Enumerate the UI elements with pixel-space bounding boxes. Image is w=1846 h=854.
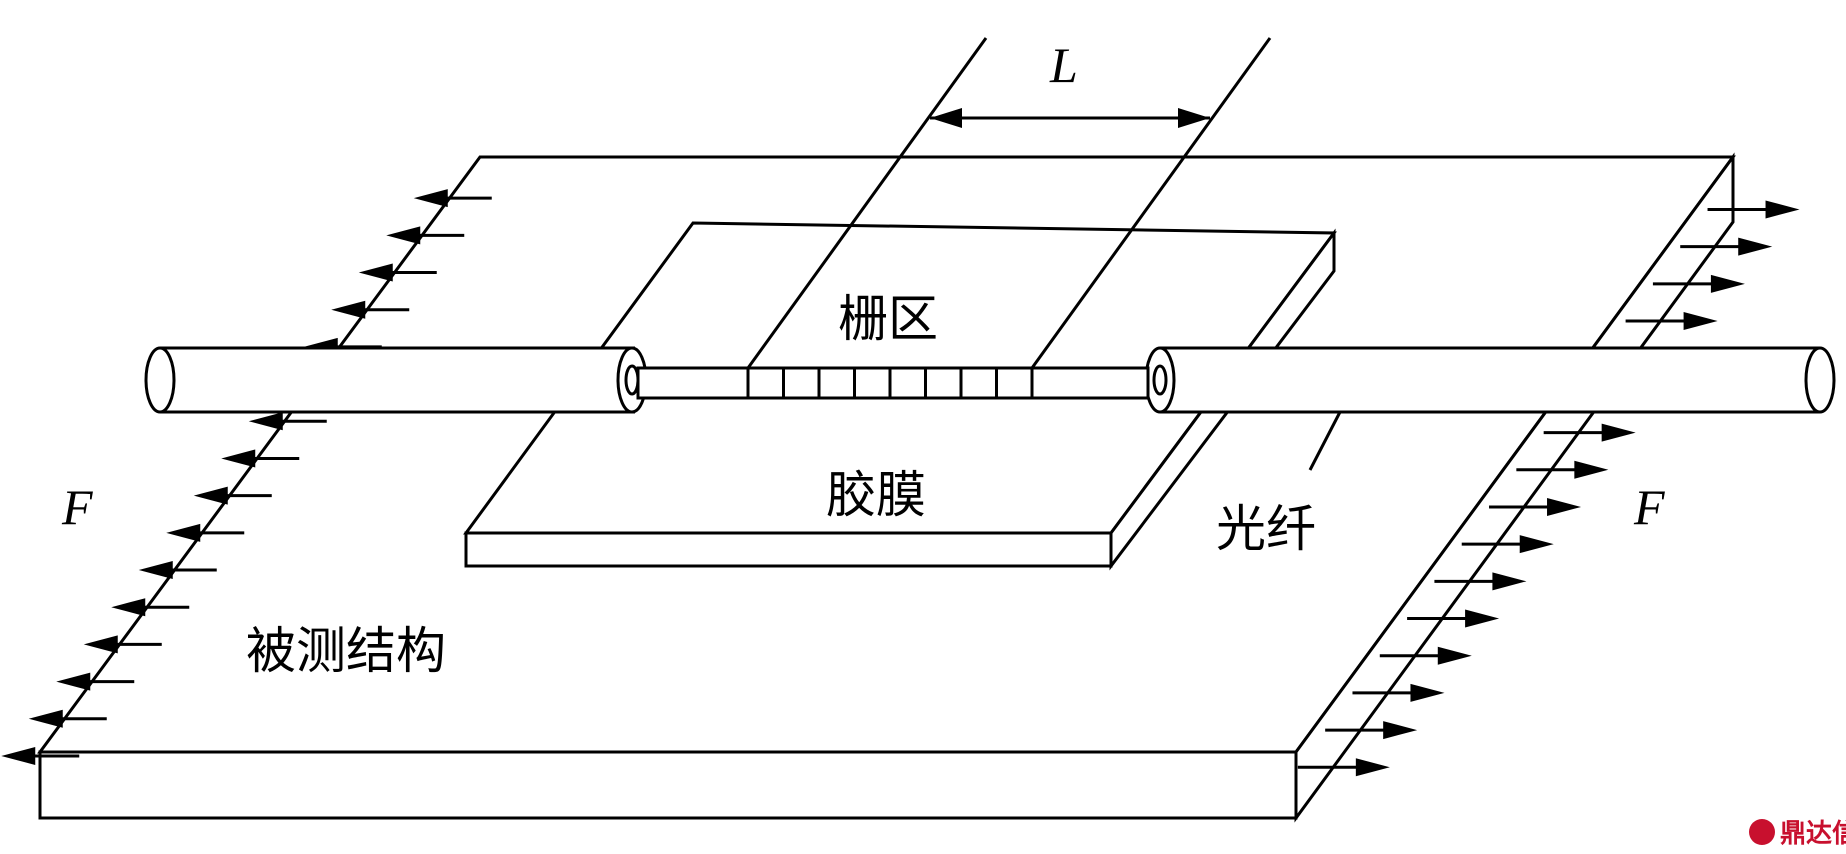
- force-arrow-right: [1379, 646, 1472, 665]
- force-arrow-right: [1707, 200, 1800, 219]
- length-dimension: [930, 108, 1210, 128]
- force-arrow-right: [1434, 572, 1527, 591]
- fiber-leader-line: [1308, 411, 1342, 471]
- force-arrow-left: [28, 709, 107, 728]
- force-arrow-left: [358, 263, 437, 282]
- adhesive-film-label: 胶膜: [826, 466, 926, 524]
- force-arrow-right: [1625, 312, 1718, 330]
- force-arrow-right: [1461, 535, 1554, 554]
- optical-fiber-right: [1144, 346, 1836, 414]
- force-arrows-left: [1, 189, 492, 765]
- force-arrow-right: [1489, 497, 1582, 516]
- force-arrow-left: [193, 486, 272, 505]
- force-arrow-left: [166, 523, 245, 542]
- force-arrow-right: [1652, 274, 1745, 293]
- force-label-right: F: [1633, 479, 1665, 535]
- force-arrow-left: [138, 561, 217, 580]
- watermark: 鼎达信: [1749, 819, 1846, 849]
- length-label: L: [1049, 37, 1078, 93]
- grating-region-lines: [746, 37, 1272, 369]
- force-arrow-right: [1352, 683, 1445, 702]
- force-arrow-right: [1516, 460, 1609, 479]
- force-arrow-left: [83, 635, 162, 654]
- force-arrow-left: [56, 672, 135, 691]
- force-arrow-right: [1680, 237, 1773, 256]
- grating-ticks: [746, 368, 1034, 398]
- force-arrow-left: [386, 226, 465, 245]
- structure-under-test-label: 被测结构: [246, 622, 446, 680]
- watermark-logo-icon: [1749, 819, 1775, 845]
- force-arrow-left: [221, 449, 300, 468]
- adhesive-film-front: [464, 531, 1113, 568]
- grating-region-label: 栅区: [838, 290, 938, 348]
- force-arrow-left: [248, 412, 327, 431]
- force-arrow-left: [331, 300, 410, 319]
- force-arrow-right: [1297, 758, 1390, 777]
- force-arrow-right: [1543, 423, 1636, 442]
- force-label-left: F: [61, 479, 93, 535]
- watermark-text: 鼎达信: [1780, 819, 1846, 849]
- optical-fiber-left: [144, 346, 648, 414]
- force-arrow-left: [111, 598, 190, 617]
- structure-plate-front: [38, 750, 1298, 820]
- fiber-core: [636, 366, 1150, 400]
- force-arrow-left: [1, 746, 80, 765]
- optical-fiber-label: 光纤: [1216, 500, 1316, 558]
- force-arrow-right: [1325, 721, 1418, 740]
- force-arrow-left: [413, 189, 492, 208]
- force-arrow-right: [1407, 609, 1500, 628]
